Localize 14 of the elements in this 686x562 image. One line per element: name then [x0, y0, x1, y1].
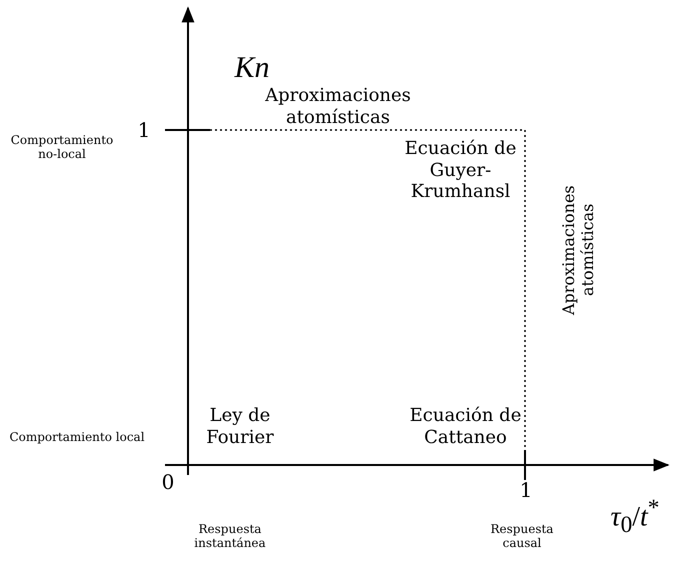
axis-note: Respuesta instantánea [193, 522, 267, 551]
tick-label: 1 [518, 478, 534, 502]
tick-label: 1 [136, 118, 152, 142]
region-label: Ecuación de Guyer-Krumhansl [404, 138, 518, 203]
tick-label: 0 [160, 470, 176, 494]
axis-note: Comportamiento no-local [10, 133, 114, 162]
region-label: Aproximaciones atomísticas [558, 184, 598, 318]
region-label: Ley de Fourier [205, 405, 275, 448]
axis-note: Respuesta causal [490, 522, 554, 551]
region-label: Ecuación de Cattaneo [408, 405, 522, 448]
axis-label: Kn [233, 50, 270, 86]
axis-label: τ$_{0}$/t$^{*}$ [610, 495, 660, 540]
region-label: Aproximaciones atomísticas [264, 85, 412, 128]
axis-note: Comportamiento local [8, 430, 146, 444]
